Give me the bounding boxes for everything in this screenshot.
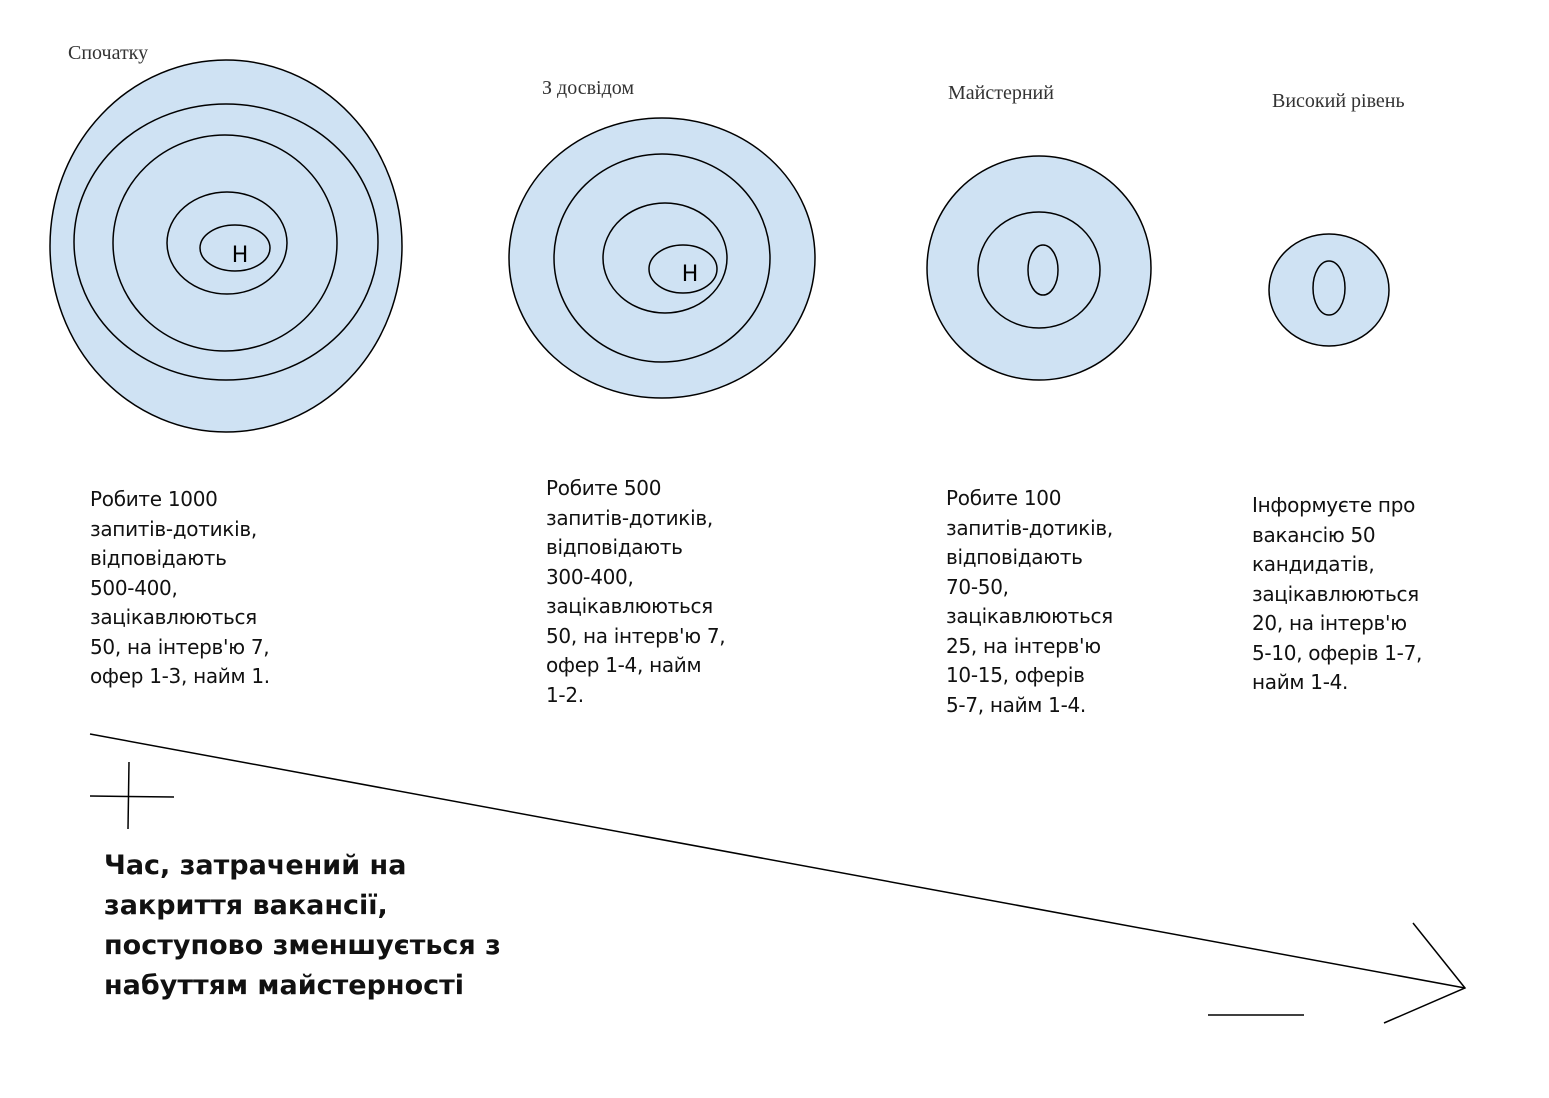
stage-2-ring-2 [553, 153, 771, 363]
stage-2-center-label: Н [682, 262, 699, 287]
plus-sign [89, 761, 175, 830]
stage-3-rings [926, 155, 1152, 381]
stage-1-ring-3 [112, 134, 338, 352]
stage-3-ring-2 [977, 211, 1101, 329]
stage-4-title: Високий рівень [1272, 90, 1405, 112]
stage-2-ring-3 [602, 202, 728, 314]
stage-3-title: Майстерний [948, 82, 1054, 104]
trend-arrow [89, 733, 1467, 1024]
stage-3-ring-3 [1027, 244, 1059, 296]
stage-2-ring-4 [648, 244, 718, 294]
stage-1-ring-5 [199, 224, 271, 272]
stage-2-description: Робите 500 запитів-дотиків, відповідають… [546, 476, 726, 707]
stage-2-rings: Н [508, 117, 816, 399]
trend-arrow-head [1383, 922, 1467, 1024]
stage-2-ring-1 [508, 117, 816, 399]
stage-1-rings: Н [49, 59, 403, 433]
stage-4-ring-1 [1268, 233, 1390, 347]
stage-4-description: Інформуєте про вакансію 50 кандидатів, з… [1252, 493, 1423, 694]
trend-arrow-shaft [89, 733, 1466, 989]
stage-3-description: Робите 100 запитів-дотиків, відповідають… [946, 486, 1113, 717]
stage-1-description: Робите 1000 запитів-дотиків, відповідают… [90, 487, 270, 688]
stage-1-title: Спочатку [68, 42, 149, 64]
trend-summary: Час, затрачений на закриття вакансії, по… [104, 850, 501, 1001]
stage-1-ring-4 [166, 191, 288, 295]
stage-3-ring-1 [926, 155, 1152, 381]
stage-4-rings [1268, 233, 1390, 347]
stage-2-title: З досвідом [542, 77, 635, 99]
stage-1-center-label: Н [232, 243, 249, 268]
stage-1-ring-2 [73, 103, 379, 381]
stage-4-ring-2 [1312, 260, 1346, 316]
stage-1-ring-1 [49, 59, 403, 433]
